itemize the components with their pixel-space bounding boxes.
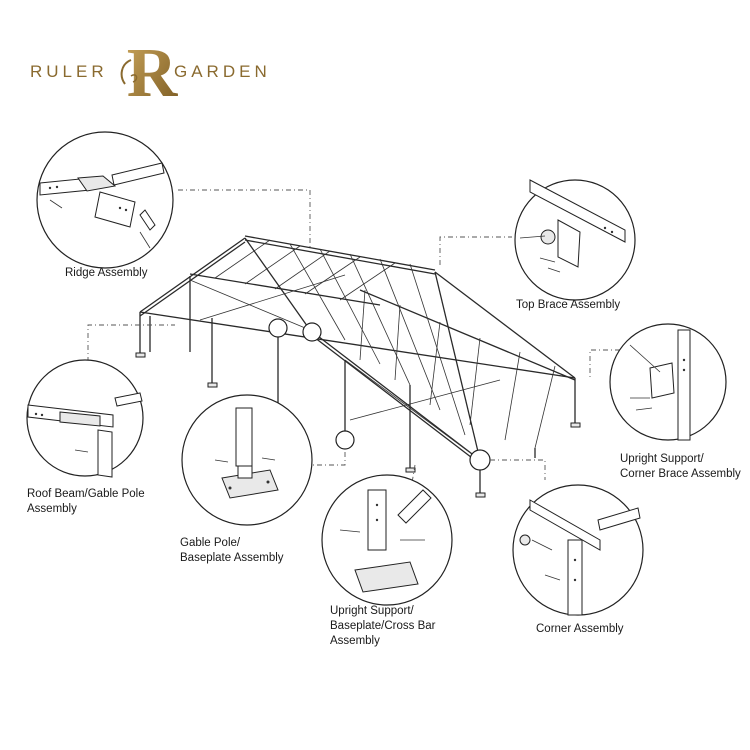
upright-baseplate-crossbar-detail	[321, 474, 453, 606]
label-upright-baseplate-crossbar-assembly: Upright Support/ Baseplate/Cross Bar Ass…	[330, 605, 436, 647]
label-ridge-assembly: Ridge Assembly	[65, 267, 148, 279]
corner-assembly-detail	[512, 484, 644, 616]
top-brace-assembly-detail	[514, 179, 636, 301]
ridge-assembly-detail	[36, 131, 174, 269]
roof-beam-gable-pole-detail	[26, 359, 144, 478]
brand-left-word: RULER	[30, 62, 108, 81]
gable-pole-baseplate-detail	[181, 394, 313, 526]
label-top-brace-assembly: Top Brace Assembly	[516, 299, 621, 311]
label-roof-beam-gable-pole-assembly: Roof Beam/Gable Pole Assembly	[27, 488, 145, 515]
brand-right-word: GARDEN	[174, 62, 271, 81]
svg-text:R: R	[127, 36, 179, 106]
brand-monogram-icon: R	[120, 36, 179, 106]
label-gable-pole-baseplate-assembly: Gable Pole/ Baseplate Assembly	[180, 537, 284, 564]
label-corner-assembly: Corner Assembly	[536, 623, 624, 635]
upright-corner-brace-detail	[609, 323, 727, 441]
label-upright-corner-brace-assembly: Upright Support/ Corner Brace Assembly	[620, 453, 741, 480]
tent-frame	[135, 235, 581, 498]
